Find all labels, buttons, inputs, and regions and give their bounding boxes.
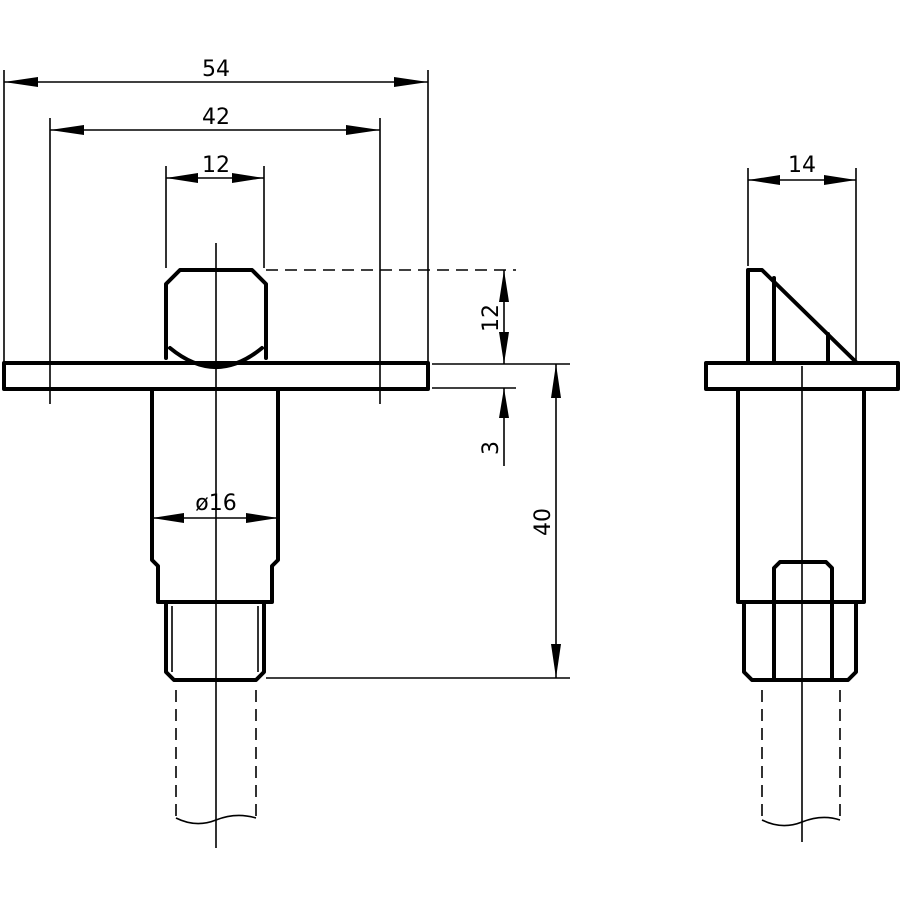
dim-12h-label: 12 [202,153,230,178]
side-stem [742,600,858,682]
dim-3-label: 3 [479,441,504,455]
dim-40-label: 40 [531,508,556,536]
side-dimensions: 14 [747,153,857,360]
dim-12v-arrow-bottom [499,332,509,364]
dim-diameter-arrow-right [246,513,278,523]
side-latch-wedge [746,268,858,364]
dim-54-arrow-right [394,77,428,87]
dim-14-label: 14 [788,153,816,178]
dim-40-arrow-top [551,364,561,398]
side-body [736,387,866,604]
dim-14-arrow-right [824,175,856,185]
front-body [150,387,280,604]
dim-diameter-label: ø16 [195,491,236,516]
dim-40-arrow-bottom [551,644,561,678]
front-stem [164,600,266,682]
dim-14-arrow-left [748,175,780,185]
front-view [2,243,430,848]
dim-12v-arrow-top [499,270,509,302]
side-break-line [761,816,841,827]
dim-12h-arrow-right [232,173,264,183]
front-dimensions: 54 42 12 ø16 12 3 [3,57,570,679]
dim-42-label: 42 [202,105,230,130]
dim-3-arrow [499,388,509,418]
dim-54-arrow-left [4,77,38,87]
dim-12h-arrow-left [166,173,198,183]
dim-42-arrow-right [346,125,380,135]
dim-54-label: 54 [202,57,230,82]
dim-42-arrow-left [50,125,84,135]
front-break-line [175,814,257,825]
dim-12v-label: 12 [479,304,504,332]
side-view [704,268,900,842]
side-key [772,560,834,682]
dim-diameter-arrow-left [152,513,184,523]
